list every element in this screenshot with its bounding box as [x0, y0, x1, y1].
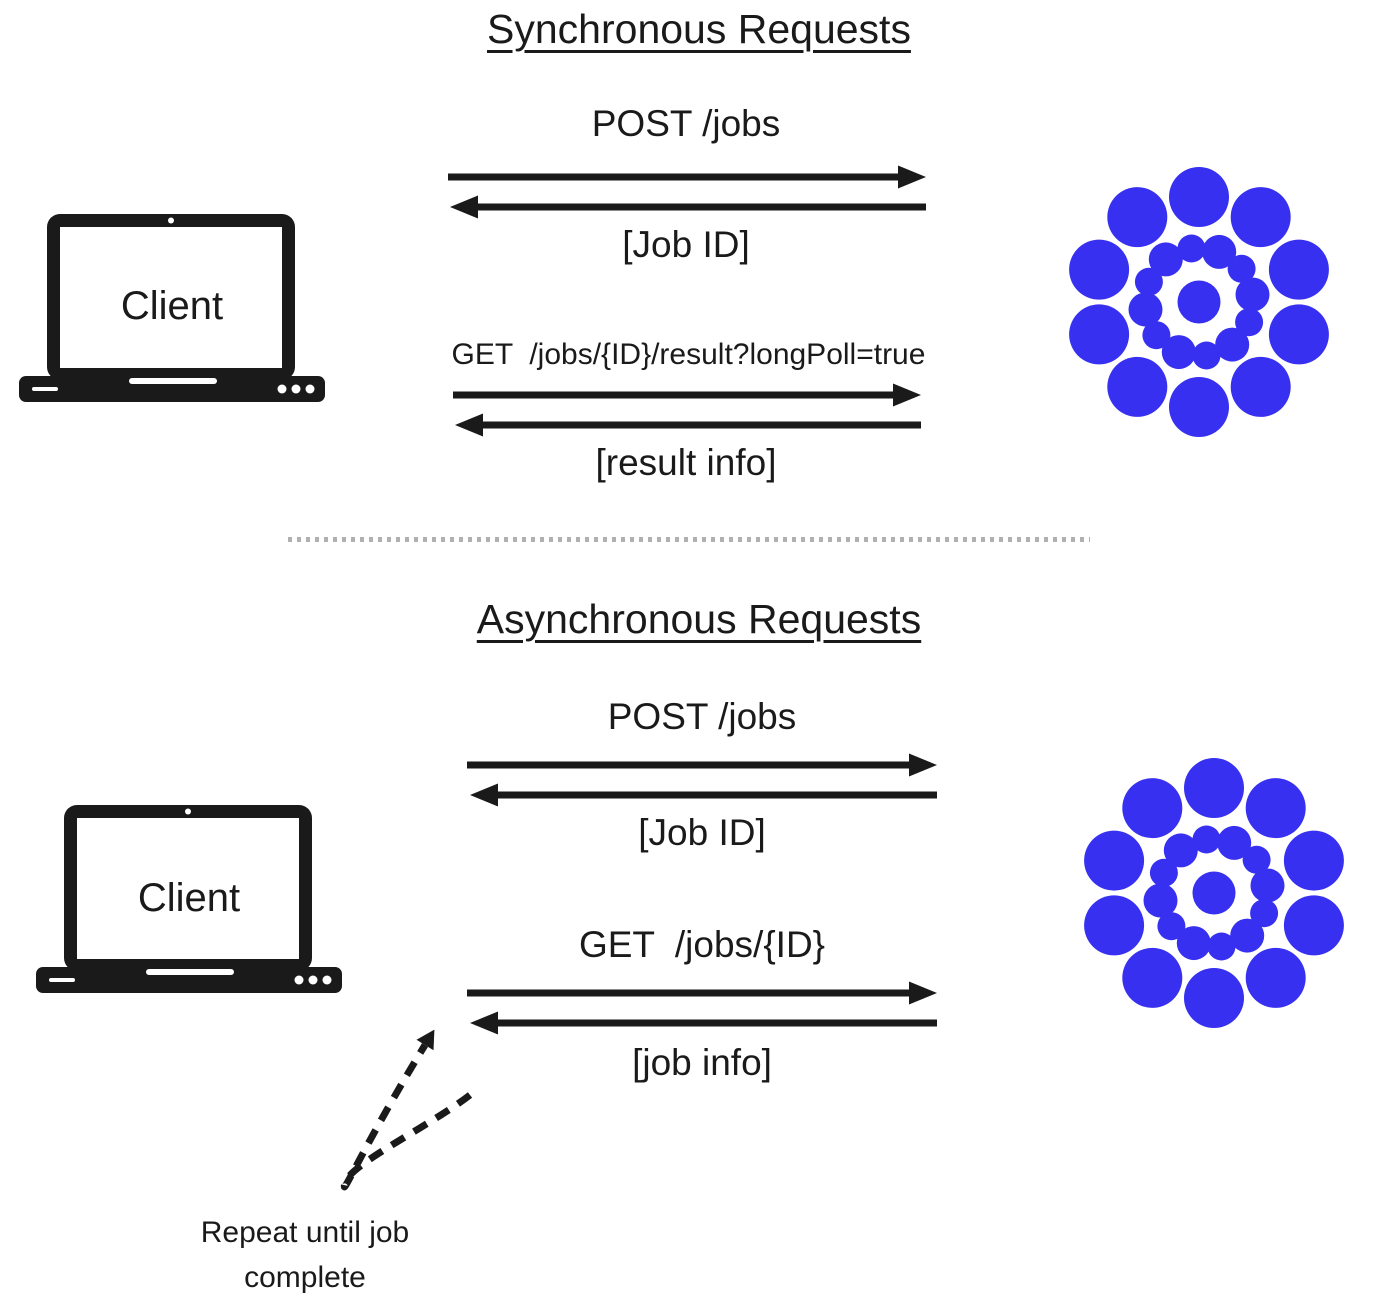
sync-get-request-arrow-icon — [453, 382, 921, 408]
async-post-request-arrow-icon — [467, 752, 937, 778]
dashed-repeat-arrow-icon — [340, 1029, 473, 1191]
async-get-response-label: [job info] — [632, 1042, 772, 1083]
laptop-icon — [19, 214, 325, 402]
async-post-request-label: POST /jobs — [607, 696, 797, 737]
async-section-title: Asynchronous Requests — [476, 596, 922, 642]
sync-get-request-label: GET /jobs/{ID}/result?longPoll=true — [451, 338, 926, 371]
sync-client-label: Client — [120, 284, 224, 328]
sync-get-response-label: [result info] — [595, 442, 777, 483]
section-divider — [288, 537, 1090, 542]
async-post-response-label: [Job ID] — [638, 812, 766, 853]
sync-section-title: Synchronous Requests — [487, 6, 911, 52]
circle-cluster-logo-icon — [1084, 758, 1344, 1028]
async-client-label: Client — [137, 876, 241, 920]
sync-get-response-arrow-icon — [455, 412, 921, 438]
sync-post-response-arrow-icon — [450, 194, 926, 220]
sync-post-request-label: POST /jobs — [591, 103, 781, 144]
sync-post-request-arrow-icon — [448, 164, 926, 190]
async-post-response-arrow-icon — [470, 782, 937, 808]
async-get-request-arrow-icon — [467, 980, 937, 1006]
async-get-response-arrow-icon — [470, 1010, 937, 1036]
sync-post-response-label: [Job ID] — [622, 224, 750, 265]
repeat-note-label: Repeat until job complete — [200, 1216, 410, 1294]
async-get-request-label: GET /jobs/{ID} — [578, 924, 826, 965]
circle-cluster-logo-icon — [1069, 167, 1329, 437]
laptop-icon — [36, 805, 342, 993]
